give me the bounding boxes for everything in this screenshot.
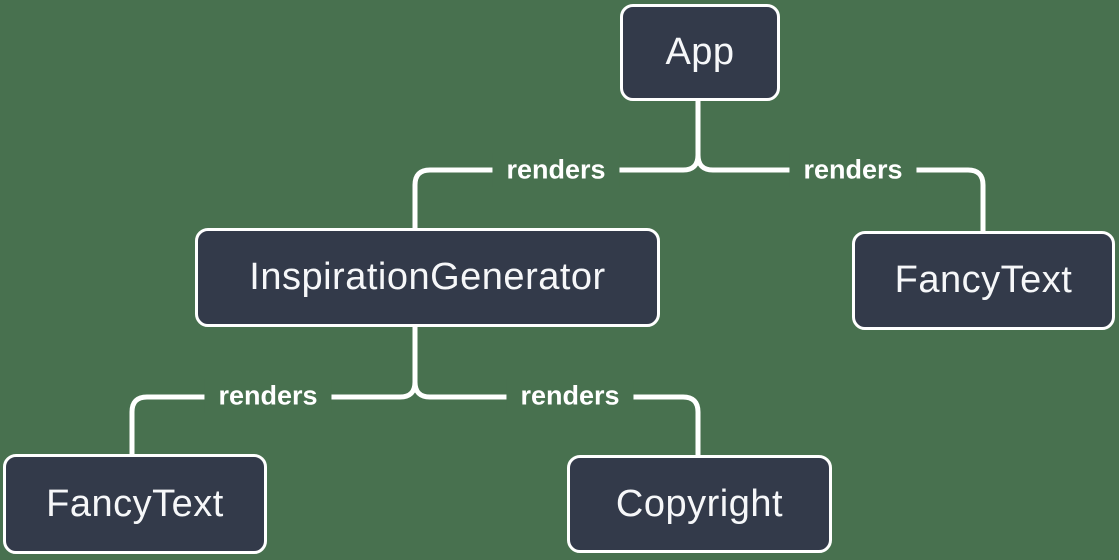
node-app-label: App: [665, 31, 735, 73]
node-fancy-text-top-right-label: FancyText: [894, 259, 1073, 301]
edge-label-app-inspirationgenerator: renders: [492, 152, 620, 188]
node-inspiration-generator: InspirationGenerator: [195, 228, 660, 327]
node-app: App: [620, 4, 780, 101]
edge-label-inspirationgenerator-copyright: renders: [506, 378, 634, 414]
edge-label-app-fancytext: renders: [789, 152, 917, 188]
node-fancy-text-bottom-left: FancyText: [3, 454, 267, 554]
node-copyright-label: Copyright: [615, 482, 784, 525]
node-copyright: Copyright: [567, 455, 832, 553]
edge-label-inspirationgenerator-fancytext: renders: [204, 378, 332, 414]
node-inspiration-generator-label: InspirationGenerator: [249, 256, 606, 298]
node-fancy-text-top-right: FancyText: [852, 231, 1115, 330]
node-fancy-text-bottom-left-label: FancyText: [46, 482, 224, 525]
